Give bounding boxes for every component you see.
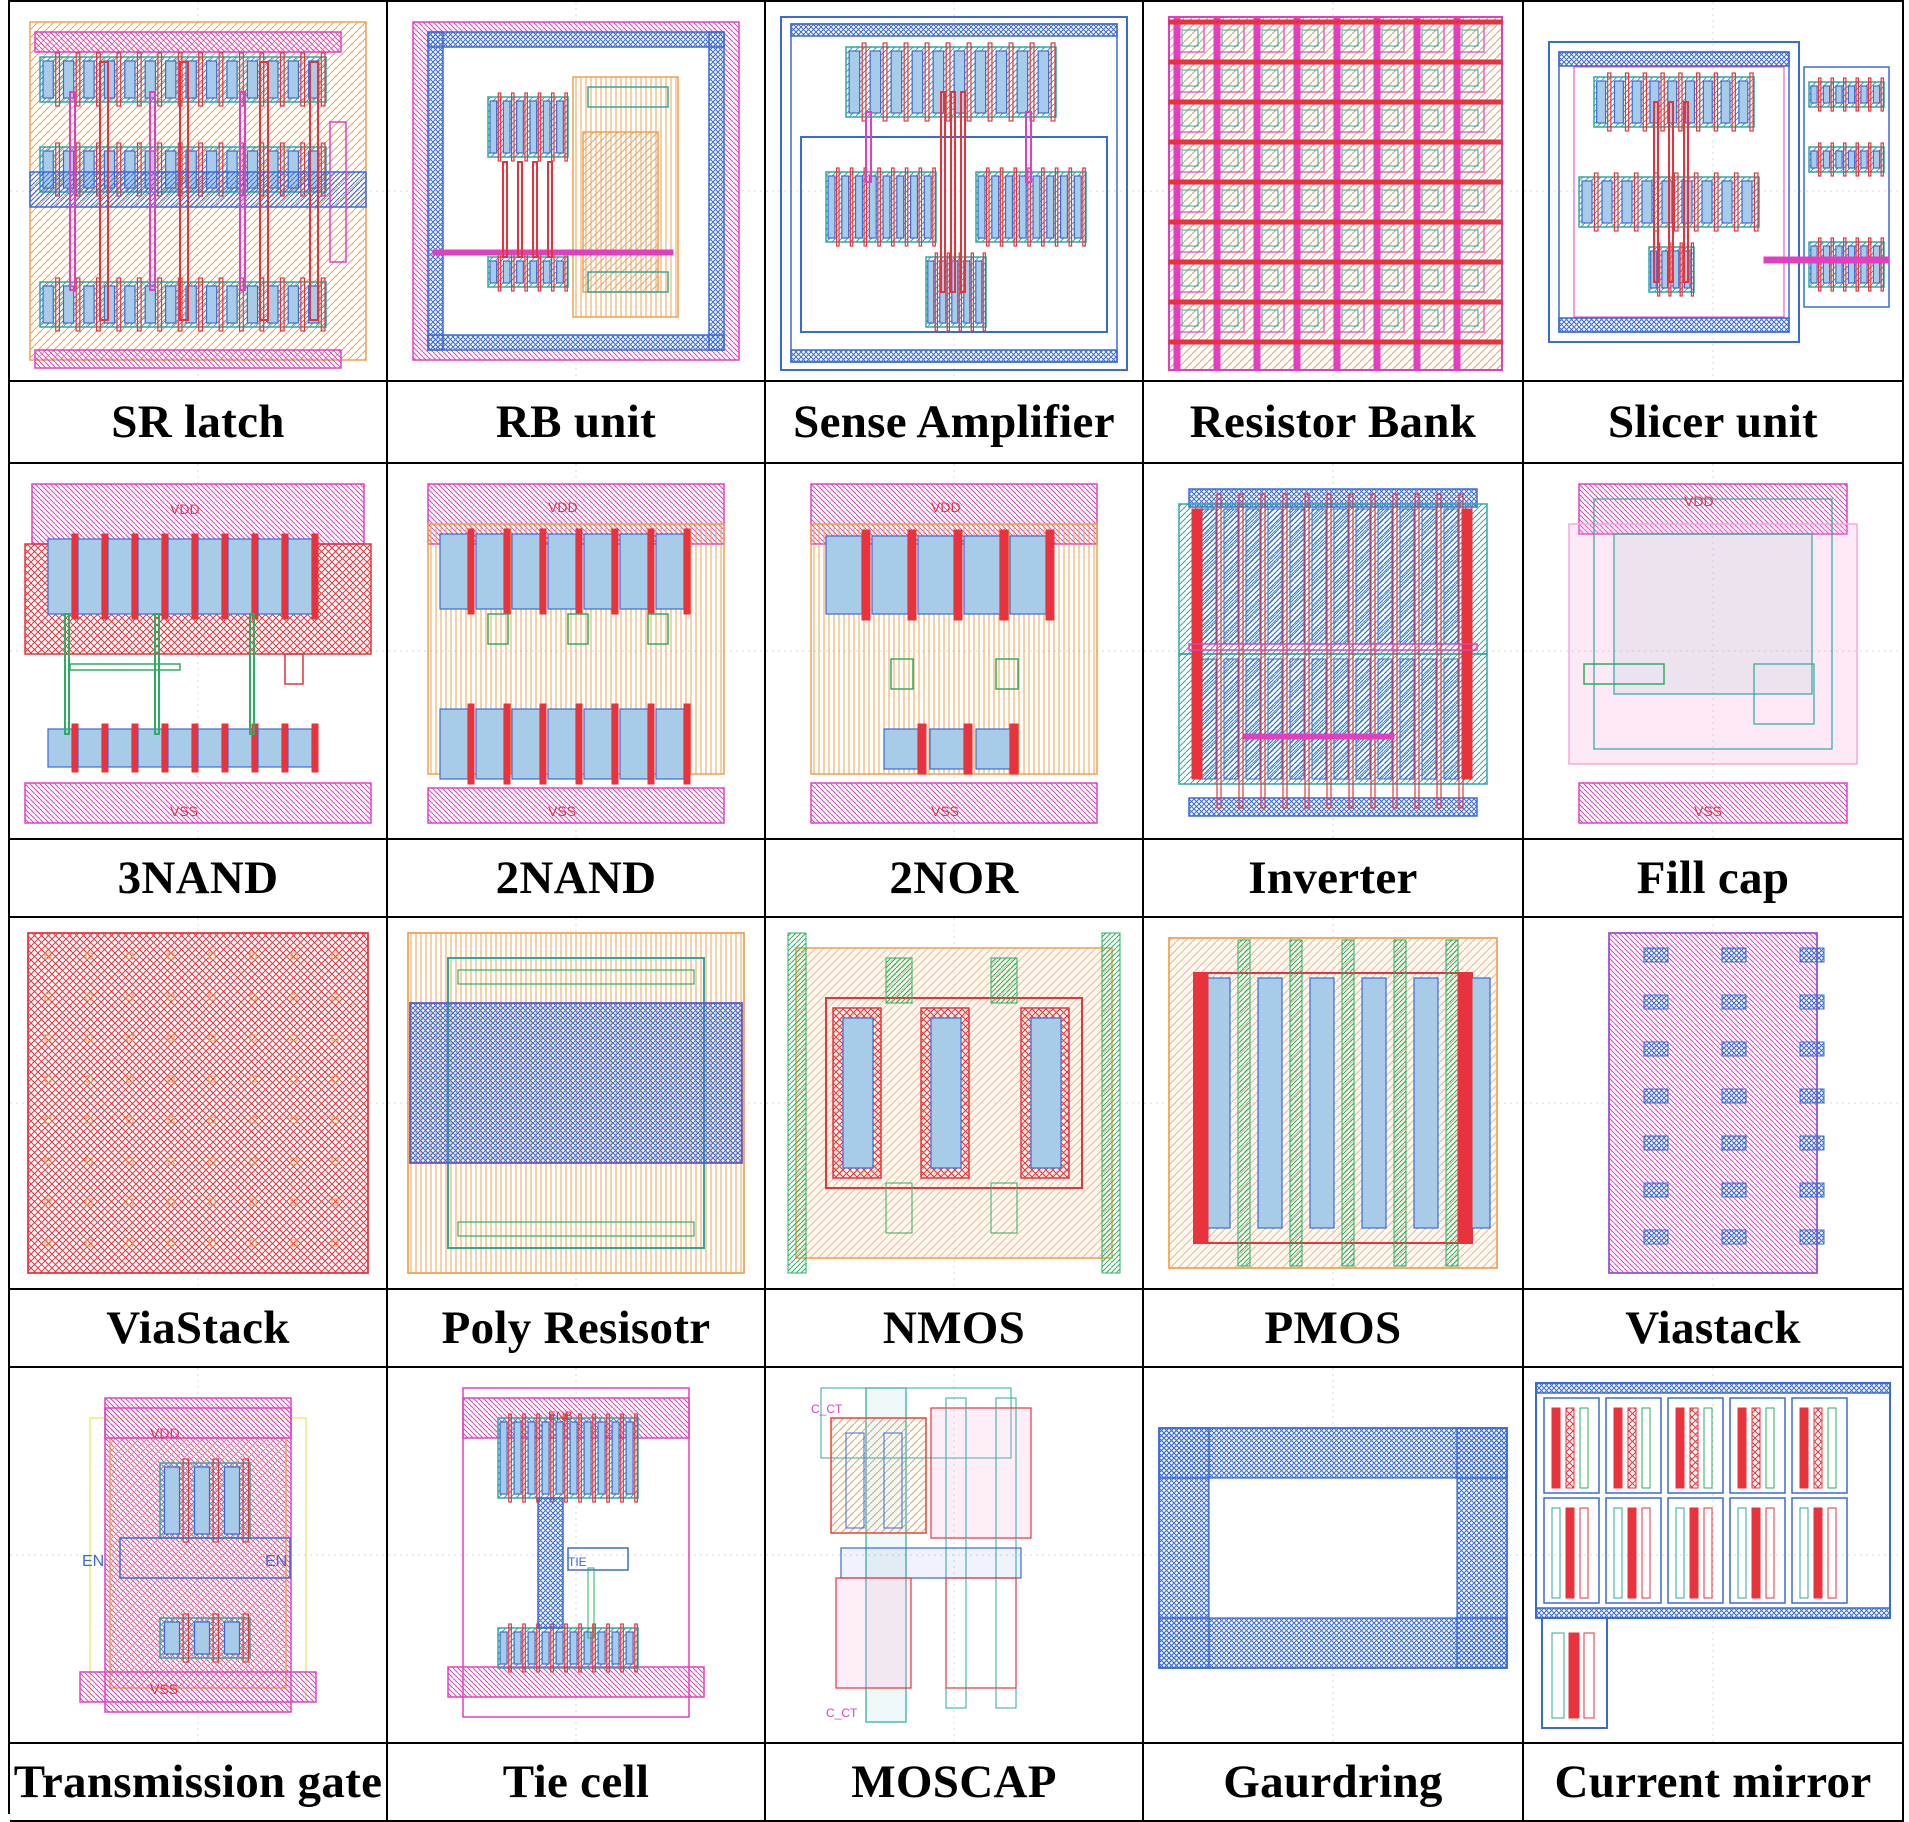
- cell-label-box: Tie cell: [388, 1744, 766, 1822]
- layout-drawing-resistor-bank: [1144, 2, 1522, 380]
- layout-drawing-sr-latch: [10, 2, 386, 380]
- layout-image-viastack: [1524, 918, 1904, 1290]
- layout-drawing-moscap: C_CT C_CT: [766, 1368, 1142, 1742]
- cell-label-current-mirror: Current mirror: [1554, 1756, 1872, 1808]
- cell-label-box: Sense Amplifier: [766, 382, 1144, 464]
- layout-image-sense-amplifier: [766, 2, 1144, 382]
- cell-label-3nand: 3NAND: [117, 852, 279, 904]
- layout-drawing-nmos: [766, 918, 1142, 1288]
- layout-drawing-tie-cell: ENB TIE: [388, 1368, 764, 1742]
- cell-label-box: Gaurdring: [1144, 1744, 1524, 1822]
- layout-image-sr-latch: [10, 2, 388, 382]
- svg-text:VSS: VSS: [150, 1681, 178, 1697]
- svg-text:VSS: VSS: [931, 803, 959, 819]
- svg-text:VDD: VDD: [170, 501, 200, 517]
- layout-drawing-sense-amplifier: [766, 2, 1142, 380]
- cell-label-box: Poly Resisotr: [388, 1290, 766, 1368]
- layout-image-slicer-unit: [1524, 2, 1904, 382]
- cell-label-2nand: 2NAND: [495, 852, 657, 904]
- svg-text:TIE: TIE: [568, 1555, 587, 1569]
- layout-drawing-2nor: VDD VSS: [766, 464, 1142, 838]
- svg-text:C_CT: C_CT: [826, 1706, 858, 1720]
- cell-label-box: Inverter: [1144, 840, 1524, 918]
- cell-label-slicer-unit: Slicer unit: [1607, 396, 1819, 448]
- svg-text:VSS: VSS: [170, 803, 198, 819]
- cell-label-box: 2NAND: [388, 840, 766, 918]
- svg-text:EN: EN: [265, 1553, 287, 1570]
- cell-label-box: Slicer unit: [1524, 382, 1904, 464]
- svg-text:EN: EN: [82, 1553, 104, 1570]
- layout-drawing-rb-unit: [388, 2, 764, 380]
- layout-image-rb-unit: [388, 2, 766, 382]
- layout-drawing-slicer-unit: [1524, 2, 1902, 380]
- cell-label-tie-cell: Tie cell: [502, 1756, 650, 1808]
- layout-drawing-pmos: [1144, 918, 1522, 1288]
- cell-label-transmission-gate: Transmission gate: [13, 1756, 383, 1808]
- cell-label-sense-amplifier: Sense Amplifier: [793, 396, 1115, 448]
- svg-text:VSS: VSS: [548, 803, 576, 819]
- cell-label-moscap: MOSCAP: [851, 1756, 1057, 1808]
- layout-drawing-2nand: VDD VSS: [388, 464, 764, 838]
- cell-label-resistor-bank: Resistor Bank: [1189, 396, 1477, 448]
- layout-image-viastack: [10, 918, 388, 1290]
- layout-image-transmission-gate: EN EN VDD VSS: [10, 1368, 388, 1744]
- cell-label-2nor: 2NOR: [889, 852, 1019, 904]
- cell-label-box: RB unit: [388, 382, 766, 464]
- cell-label-box: Viastack: [1524, 1290, 1904, 1368]
- layout-image-resistor-bank: [1144, 2, 1524, 382]
- layout-drawing-3nand: VDD VSS: [10, 464, 386, 838]
- cell-label-rb-unit: RB unit: [495, 396, 657, 448]
- svg-text:ENB: ENB: [548, 1409, 573, 1423]
- layout-drawing-viastack: [10, 918, 386, 1288]
- layout-gallery-grid: SR latch RB unit Sense Amplifier Resistor B…: [8, 0, 1904, 1822]
- layout-drawing-current-mirror: [1524, 1368, 1902, 1742]
- layout-image-gaurdring: [1144, 1368, 1524, 1744]
- cell-label-box: 3NAND: [10, 840, 388, 918]
- layout-drawing-fill-cap: VDD VSS: [1524, 464, 1902, 838]
- cell-label-box: Fill cap: [1524, 840, 1904, 918]
- svg-text:VDD: VDD: [548, 499, 578, 515]
- layout-image-2nand: VDD VSS: [388, 464, 766, 840]
- cell-label-box: MOSCAP: [766, 1744, 1144, 1822]
- cell-label-inverter: Inverter: [1248, 852, 1418, 904]
- layout-drawing-transmission-gate: EN EN VDD VSS: [10, 1368, 386, 1742]
- svg-text:C_CT: C_CT: [811, 1402, 843, 1416]
- layout-drawing-viastack: [1524, 918, 1902, 1288]
- layout-image-fill-cap: VDD VSS: [1524, 464, 1904, 840]
- cell-label-box: ViaStack: [10, 1290, 388, 1368]
- svg-text:VSS: VSS: [1694, 803, 1722, 819]
- svg-text:VDD: VDD: [931, 499, 961, 515]
- cell-label-viastack: ViaStack: [106, 1302, 290, 1354]
- layout-image-inverter: [1144, 464, 1524, 840]
- cell-label-sr-latch: SR latch: [111, 396, 285, 448]
- cell-label-box: 2NOR: [766, 840, 1144, 918]
- svg-text:VDD: VDD: [1684, 493, 1714, 509]
- cell-label-box: Resistor Bank: [1144, 382, 1524, 464]
- cell-label-box: Transmission gate: [10, 1744, 388, 1822]
- layout-drawing-poly-resisotr: [388, 918, 764, 1288]
- cell-label-viastack: Viastack: [1625, 1302, 1801, 1354]
- layout-drawing-inverter: [1144, 464, 1522, 838]
- cell-label-box: Current mirror: [1524, 1744, 1904, 1822]
- svg-text:VDD: VDD: [150, 1425, 180, 1441]
- cell-label-nmos: NMOS: [882, 1302, 1026, 1354]
- layout-image-pmos: [1144, 918, 1524, 1290]
- cell-label-poly-resisotr: Poly Resisotr: [441, 1302, 711, 1354]
- layout-image-current-mirror: [1524, 1368, 1904, 1744]
- layout-image-3nand: VDD VSS: [10, 464, 388, 840]
- layout-drawing-gaurdring: [1144, 1368, 1522, 1742]
- layout-image-poly-resisotr: [388, 918, 766, 1290]
- layout-image-tie-cell: ENB TIE: [388, 1368, 766, 1744]
- cell-label-fill-cap: Fill cap: [1636, 852, 1790, 904]
- cell-label-pmos: PMOS: [1264, 1302, 1402, 1354]
- layout-image-moscap: C_CT C_CT: [766, 1368, 1144, 1744]
- cell-label-gaurdring: Gaurdring: [1223, 1756, 1443, 1808]
- cell-label-box: PMOS: [1144, 1290, 1524, 1368]
- cell-label-box: NMOS: [766, 1290, 1144, 1368]
- layout-image-nmos: [766, 918, 1144, 1290]
- cell-label-box: SR latch: [10, 382, 388, 464]
- layout-image-2nor: VDD VSS: [766, 464, 1144, 840]
